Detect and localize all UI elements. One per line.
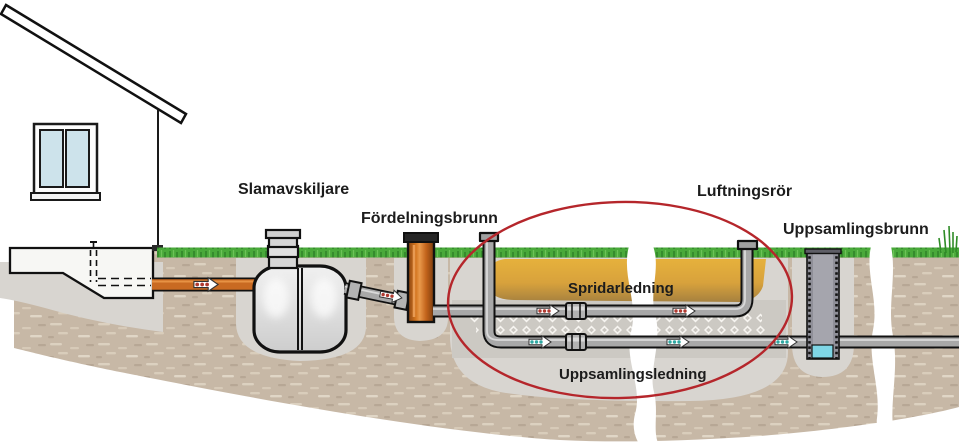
- aeration-pipe-cap: [736, 239, 759, 251]
- flow-arrows: [193, 276, 798, 350]
- window-sill: [30, 192, 101, 201]
- flow-arrow-icon: [379, 289, 403, 304]
- pipe-collar: [345, 279, 363, 302]
- foundation-drain-dashed: [89, 241, 151, 287]
- flow-arrow-icon: [536, 303, 560, 319]
- flow-arrow-icon: [528, 334, 552, 350]
- roof: [0, 3, 188, 125]
- grass: [157, 247, 959, 258]
- label-uppsamlingsledning: Uppsamlingsledning: [559, 366, 707, 383]
- label-slamavskiljare: Slamavskiljare: [238, 181, 349, 198]
- flow-arrow-icon: [774, 334, 798, 350]
- label-fordelningsbrunn: Fördelningsbrunn: [361, 210, 498, 227]
- septic-tank: [252, 228, 348, 354]
- distribution-well-cap: [403, 232, 439, 243]
- collection-well: [804, 248, 842, 360]
- label-luftningsror: Luftningsrör: [697, 183, 792, 200]
- label-spridarledning: Spridarledning: [568, 280, 674, 297]
- sand-layer: [485, 259, 766, 302]
- gravel-diamonds-row2: [476, 325, 768, 338]
- collection-pipe: [478, 231, 959, 349]
- window: [30, 122, 101, 201]
- flow-arrow-icon: [193, 276, 220, 293]
- flow-arrow-icon: [672, 303, 696, 319]
- foundation: [8, 241, 155, 300]
- well-water: [811, 344, 834, 359]
- distribution-well: [403, 232, 439, 324]
- pipe-coupling-bottom: [565, 333, 587, 351]
- distribution-pipe: [433, 239, 759, 318]
- flow-arrow-icon: [666, 334, 690, 350]
- labels: Slamavskiljare Fördelningsbrunn Luftning…: [238, 181, 929, 383]
- tank-outlet-pipe: [343, 279, 414, 312]
- tall-grass-tuft: [938, 225, 958, 254]
- tank-riser: [264, 228, 302, 270]
- pipe-coupling-top: [565, 302, 587, 320]
- highlight-ellipse: [446, 200, 794, 400]
- house: [0, 3, 188, 251]
- label-uppsamlingsbrunn: Uppsamlingsbrunn: [783, 221, 929, 238]
- vent-pipe-cap: [478, 231, 500, 243]
